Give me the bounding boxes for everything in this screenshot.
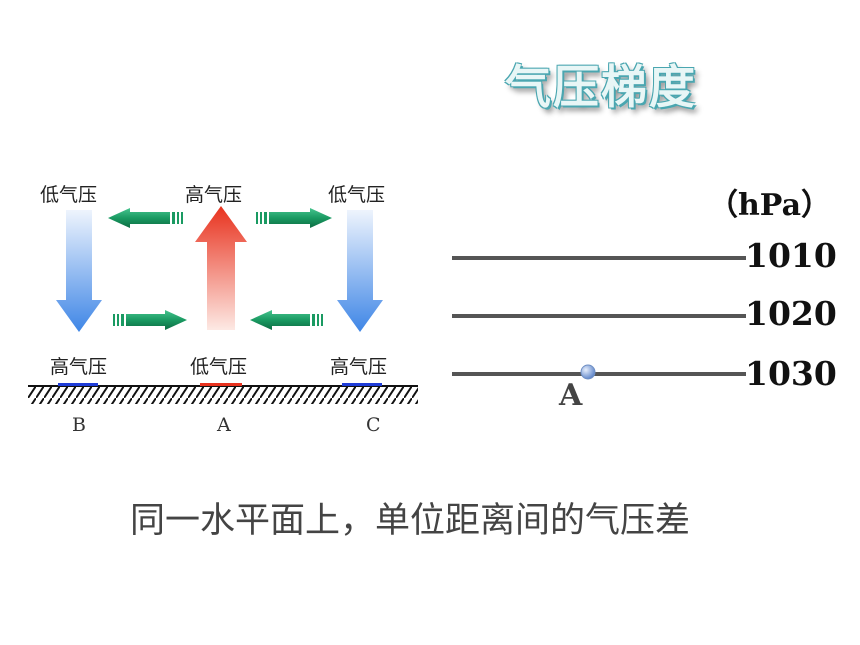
isobar-diagram [452, 256, 746, 380]
title: 气压梯度 [505, 60, 697, 114]
isobar-value-1020: 1020 [745, 294, 837, 333]
lower-right-flow-arrow [250, 310, 323, 330]
site-a: A [217, 414, 231, 436]
site-c: C [366, 414, 381, 436]
site-b: B [72, 414, 86, 436]
circulation-diagram [28, 206, 418, 404]
definition-text: 同一水平面上，单位距离间的气压差 [130, 501, 691, 541]
label-lower-left: 高气压 [50, 356, 108, 378]
pressure-mark-b [58, 383, 98, 386]
label-lower-middle: 低气压 [190, 356, 248, 378]
point-a-marker [580, 364, 596, 380]
descending-air-arrow-left [56, 210, 102, 332]
isobar-value-1030: 1030 [745, 354, 837, 393]
pressure-mark-a [200, 383, 242, 386]
lower-left-flow-arrow [113, 310, 187, 330]
descending-air-arrow-right [337, 210, 383, 332]
ascending-air-arrow [195, 206, 247, 330]
pressure-mark-c [342, 383, 382, 386]
upper-left-flow-arrow [108, 208, 183, 228]
isobar-value-1010: 1010 [745, 236, 837, 275]
label-upper-left: 低气压 [40, 184, 98, 206]
pressure-unit: （hPa） [708, 188, 832, 223]
label-lower-right: 高气压 [330, 356, 388, 378]
upper-right-flow-arrow [256, 208, 332, 228]
ground-surface [28, 386, 418, 404]
label-upper-middle: 高气压 [185, 184, 243, 206]
point-a-label: A [559, 378, 583, 413]
label-upper-right: 低气压 [328, 184, 386, 206]
